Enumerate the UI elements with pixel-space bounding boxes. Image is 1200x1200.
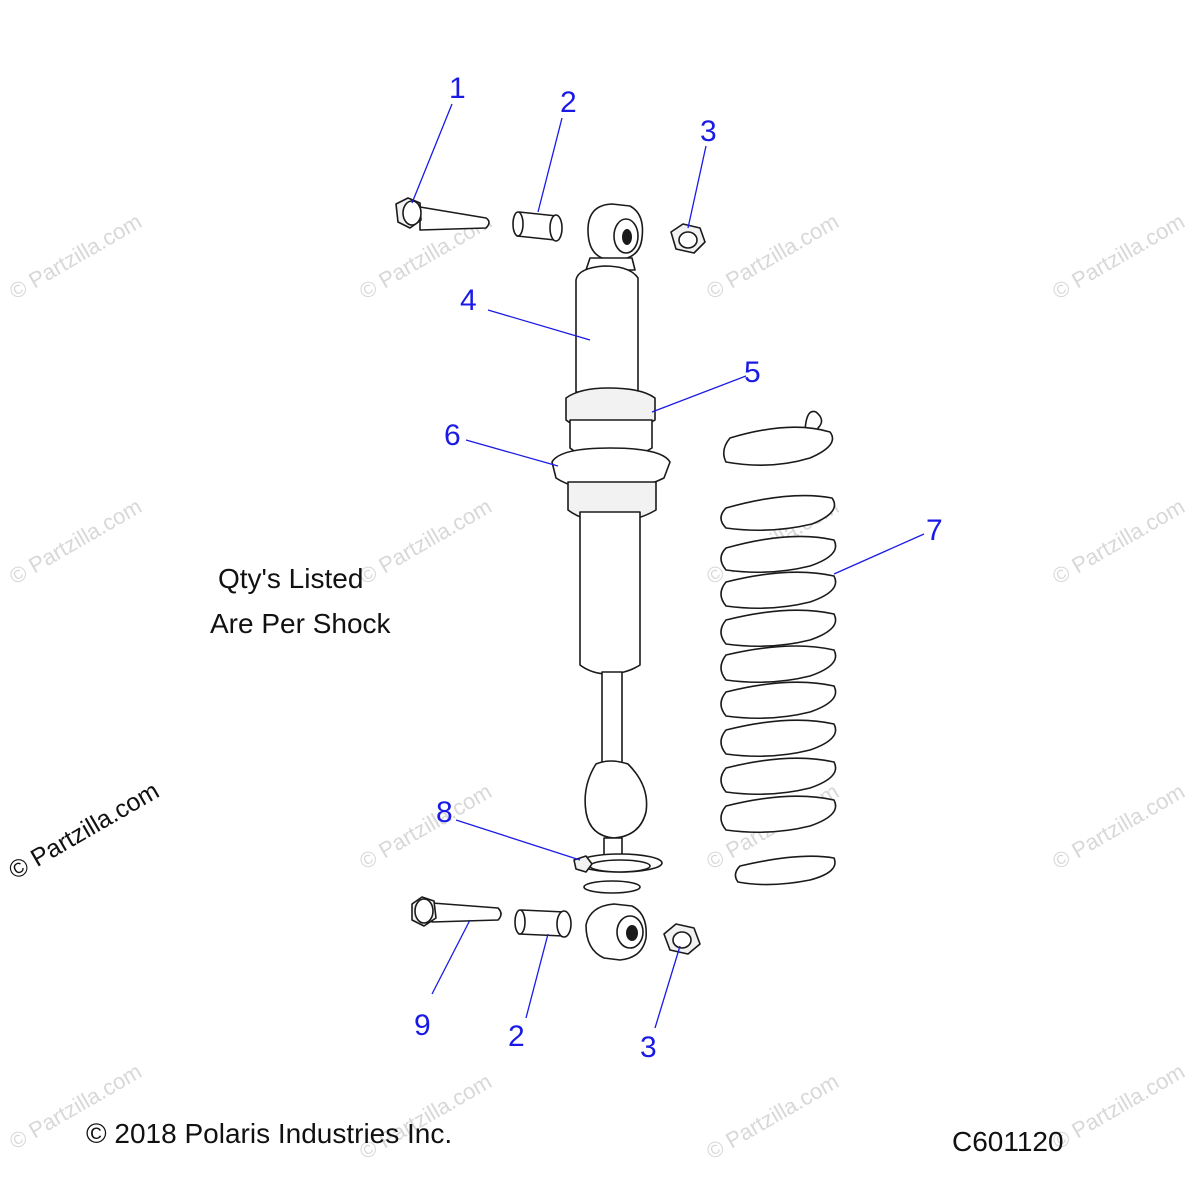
part-9-bolt bbox=[411, 896, 502, 927]
watermark: © Partzilla.com bbox=[5, 494, 146, 590]
watermark: © Partzilla.com bbox=[702, 1069, 843, 1165]
diagram-code: C601120 bbox=[952, 1126, 1064, 1157]
watermark: © Partzilla.com bbox=[355, 494, 496, 590]
quantity-note-line-2: Are Per Shock bbox=[210, 608, 391, 639]
callout-8: 8 bbox=[436, 796, 453, 829]
callout-6: 6 bbox=[444, 419, 461, 452]
part-1-bolt bbox=[395, 197, 490, 231]
callout-3-top: 3 bbox=[700, 115, 717, 148]
leader-lines bbox=[411, 103, 925, 1029]
watermark: © Partzilla.com bbox=[5, 209, 146, 305]
quantity-note-line-1: Qty's Listed bbox=[218, 563, 364, 594]
part-7-coil-spring bbox=[720, 410, 837, 886]
part-8-clip bbox=[573, 853, 663, 873]
part-3-nut-top bbox=[670, 223, 706, 254]
watermark: © Partzilla.com bbox=[1048, 1059, 1189, 1155]
callout-5: 5 bbox=[744, 356, 761, 389]
callout-labels: 1 2 3 4 5 6 7 8 9 2 3 bbox=[414, 72, 943, 1064]
watermark: © Partzilla.com bbox=[1048, 779, 1189, 875]
callout-7: 7 bbox=[926, 514, 943, 547]
callout-3-bottom: 3 bbox=[640, 1031, 657, 1064]
part-3-nut-bottom bbox=[663, 923, 701, 955]
callout-9: 9 bbox=[414, 1009, 431, 1042]
part-4-shock-absorber bbox=[551, 203, 671, 961]
callout-2-top: 2 bbox=[560, 86, 577, 119]
part-2-bushing-top bbox=[512, 211, 563, 242]
watermark: © Partzilla.com bbox=[1048, 494, 1189, 590]
copyright-text: © 2018 Polaris Industries Inc. bbox=[86, 1118, 453, 1149]
callout-2-bottom: 2 bbox=[508, 1020, 525, 1053]
quantity-note: Qty's Listed bbox=[218, 565, 363, 593]
quantity-note-2: Are Per Shock bbox=[210, 610, 391, 638]
watermark: © Partzilla.com bbox=[1048, 209, 1189, 305]
callout-4: 4 bbox=[460, 284, 477, 317]
watermark: © Partzilla.com bbox=[702, 209, 843, 305]
part-2-bushing-bottom bbox=[514, 909, 572, 938]
watermark-large: © Partzilla.com bbox=[4, 777, 164, 885]
callout-1: 1 bbox=[449, 72, 466, 105]
